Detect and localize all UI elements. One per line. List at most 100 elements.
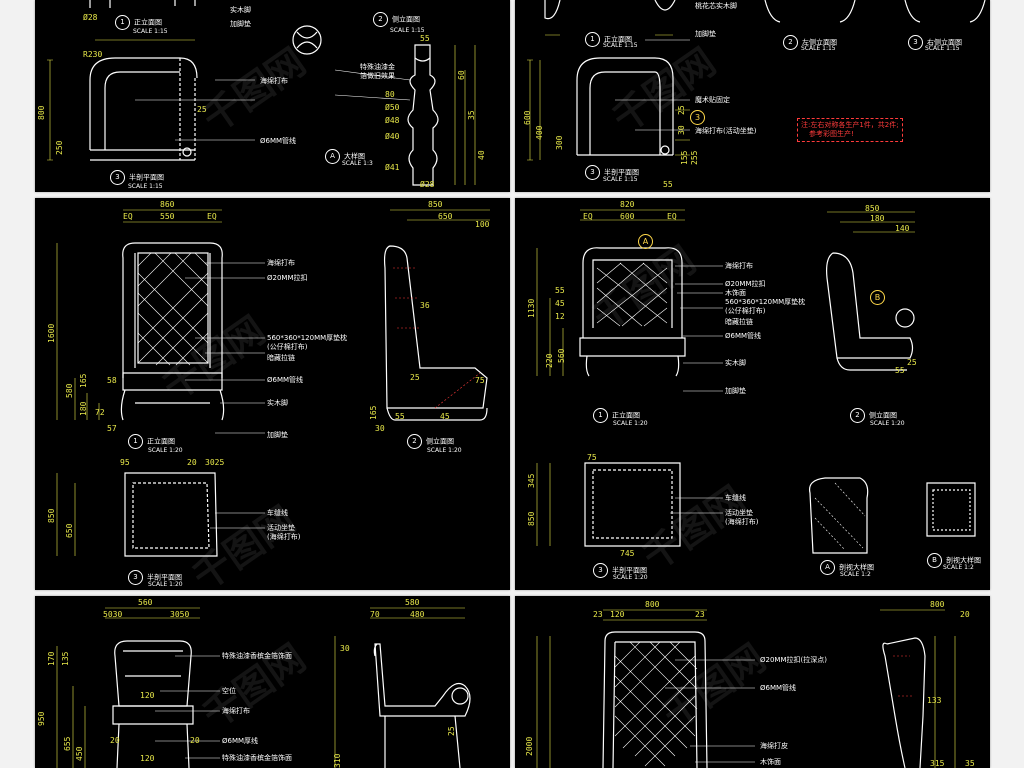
dim-label: 745 [620,549,635,558]
dim-label: 45 [555,299,565,308]
label-pipe: Ø6MM管线 [725,332,762,340]
label-sponge: 海绵打布 [222,707,250,715]
label-solid-leg: 实木脚 [725,359,746,367]
view-scale: SCALE 1:20 [613,574,648,581]
label-gold-finish: 特殊油漆香槟金箔饰面 [222,754,292,762]
view-scale: SCALE 1:15 [133,28,168,35]
dim-label: 345 [527,473,536,488]
label-gold-leaf: 特殊油漆金 [360,63,395,71]
label-wood-trim: 木饰面 [725,289,746,297]
chair-drawing-4 [536,209,976,554]
dim-label: Ø50 [385,103,400,112]
dim-label: 30 [340,644,350,653]
dim-label: 2000 [525,736,534,756]
dim-label: 800 [930,600,945,609]
dim-label: 315 [930,759,945,768]
dim-label: 300 [555,135,564,150]
dim-label: 57 [107,424,117,433]
dim-label: 55 [420,34,430,43]
dim-label: EQ [667,212,677,221]
dim-label: 255 [690,150,699,165]
label-cushion: 活动坐垫 [725,509,753,517]
label-foot-pad: 加脚垫 [695,30,716,38]
dim-label: 58 [107,376,117,385]
view-scale: SCALE 1:20 [870,420,905,427]
label-pillow: 560*360*120MM厚垫枕 [725,298,806,306]
chair-drawing-6 [536,609,956,768]
label-stitch: 车缝线 [267,509,288,517]
view-scale: SCALE 1:15 [801,45,836,52]
label-cushion: (海绵打布) [267,533,301,541]
view-scale: SCALE 1:3 [342,160,373,167]
dim-label: 550 [160,212,175,221]
label-foot-pad: 加脚垫 [230,20,251,28]
dim-label: 3050 [170,610,190,619]
chair-drawing-5 [56,607,471,768]
dim-label: 25 [677,105,686,115]
dim-label: 850 [865,204,880,213]
dim-label: 80 [385,90,395,99]
dim-label: 800 [37,105,46,120]
dim-label: 20 [110,736,120,745]
label-zipper: 暗藏拉链 [267,354,295,362]
dim-label: 25 [447,726,456,736]
dim-label: 860 [160,200,175,209]
dim-label: Ø28 [83,13,98,22]
dim-label: 25 [410,373,420,382]
drawing-panel-4: A B 820 600 EQ EQ 850 180 140 1130 55 45… [515,198,990,590]
drawing-panel-6: 800 23 120 23 800 2000 20 133 315 35 Ø20… [515,596,990,768]
dim-label: EQ [583,212,593,221]
dim-label: 850 [428,200,443,209]
dim-label: 55 [555,286,565,295]
label-zipper: 暗藏拉链 [725,318,753,326]
dim-label: 120 [140,754,155,763]
label-pipe: Ø6MM管线 [260,137,297,145]
label-pipe: Ø6MM管线 [760,684,797,692]
dim-label: 55 [395,412,405,421]
label-cushion: 活动坐垫 [267,524,295,532]
dim-label: 3025 [205,458,225,467]
view-scale: SCALE 1:2 [840,571,871,578]
label-solid-leg: 实木脚 [267,399,288,407]
dim-label: 600 [523,110,532,125]
dim-label: 30 [375,424,385,433]
view-scale: SCALE 1:15 [128,183,163,190]
label-button: Ø20MM拉扣 [267,274,308,282]
dim-label: 5030 [103,610,123,619]
dim-label: R230 [83,50,103,59]
dim-label: EQ [207,212,217,221]
view-scale: SCALE 1:15 [603,42,638,49]
dim-label: 850 [527,511,536,526]
dim-label: 30 [677,125,686,135]
dim-label: 75 [587,453,597,462]
dim-label: 95 [120,458,130,467]
dim-label: 55 [663,180,673,189]
label-foot-pad: 加脚垫 [725,387,746,395]
dim-label: 580 [65,383,74,398]
dim-label: 120 [140,691,155,700]
note-line: 注:左右对称各生产1件，共2件; [801,121,899,129]
dim-label: 950 [37,711,46,726]
dim-label: 23 [695,610,705,619]
dim-label: 310 [333,753,342,768]
dim-label: 170 [47,651,56,666]
label-cushion: (海绵打布) [725,518,759,526]
dim-label: 250 [55,140,64,155]
dim-label: 23 [593,610,603,619]
label-solid-wood-leg: 实木脚 [230,6,251,14]
dim-label: 72 [95,408,105,417]
note-line: 参考彩图生产! [809,130,854,138]
label-gold-leaf: 箔做旧效果 [360,72,395,80]
label-button: Ø20MM拉扣(拉深点) [760,656,827,664]
dim-label: 20 [187,458,197,467]
dim-label: 36 [420,301,430,310]
dim-label: 155 [680,150,689,165]
